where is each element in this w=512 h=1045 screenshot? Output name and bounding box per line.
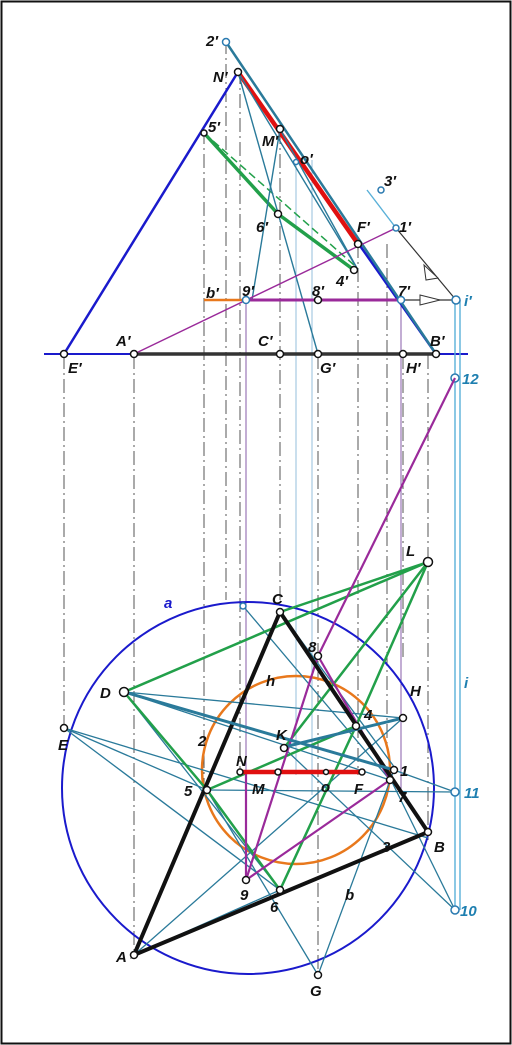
label-H: H — [410, 683, 422, 700]
label-8: 8 — [308, 639, 317, 656]
green-dashed-front — [203, 132, 355, 266]
label-axis-i: i — [464, 675, 469, 692]
label-b-prime: b′ — [206, 285, 220, 302]
label-K: K — [276, 727, 288, 744]
label-n-prime: N′ — [213, 69, 229, 86]
line-3-1 — [366, 189, 397, 229]
label-N: N — [236, 753, 248, 770]
label-7: 7 — [398, 789, 407, 806]
label-h: h — [266, 673, 275, 690]
label-i-prime: i′ — [464, 293, 473, 310]
axis-points — [239, 602, 460, 915]
red-segment-front — [236, 70, 360, 246]
label-8-prime: 8′ — [312, 283, 325, 300]
front-edge-2-b — [224, 41, 438, 355]
label-D: D — [100, 685, 111, 702]
label-3: 3 — [382, 839, 391, 856]
plan-points — [59, 556, 434, 980]
label-6-prime: 6′ — [256, 219, 269, 236]
label-4-prime: 4′ — [335, 273, 349, 290]
label-10: 10 — [460, 903, 477, 920]
label-g-prime: G′ — [320, 360, 337, 377]
teal-heavy-plan — [123, 690, 404, 772]
label-3-prime: 3′ — [384, 173, 397, 190]
label-b-prime-cap: B′ — [430, 333, 446, 350]
label-C: C — [272, 591, 284, 608]
label-7-prime: 7′ — [398, 283, 411, 300]
front-points-blue — [221, 37, 461, 383]
front-points — [59, 67, 441, 359]
label-11: 11 — [464, 785, 480, 802]
lightblue-link-lines — [295, 160, 313, 795]
label-9: 9 — [240, 887, 249, 904]
label-c-prime: C′ — [258, 333, 274, 350]
labels: 2′ N′ M′ 5′ o′ 6′ F′ 3′ 1′ 4′ b′ 9′ 8′ 7… — [58, 33, 480, 1000]
circle-a — [61, 601, 435, 975]
label-F: F — [354, 781, 364, 798]
label-4: 4 — [363, 707, 373, 724]
label-5: 5 — [184, 783, 193, 800]
label-M: M — [252, 781, 265, 798]
label-a-circle: a — [164, 595, 172, 612]
green-lines-plan — [123, 560, 430, 891]
purple-line-a-1 — [133, 227, 397, 355]
label-1: 1 — [400, 763, 408, 780]
label-9-prime: 9′ — [242, 283, 255, 300]
label-o: o — [321, 779, 330, 796]
label-B: B — [434, 839, 445, 856]
label-f-prime: F′ — [357, 219, 371, 236]
axis-i-lines — [454, 300, 461, 910]
label-2: 2 — [197, 733, 207, 750]
label-12: 12 — [462, 371, 479, 388]
label-e-prime: E′ — [68, 360, 83, 377]
label-a-prime: A′ — [115, 333, 132, 350]
arrow-head-1 — [419, 294, 441, 306]
label-o-prime: o′ — [300, 151, 314, 168]
teal-lines-front — [237, 71, 359, 355]
label-1-prime: 1′ — [399, 219, 412, 236]
label-G: G — [310, 983, 322, 1000]
label-2-prime: 2′ — [205, 33, 219, 50]
label-5-prime: 5′ — [208, 119, 221, 136]
purple-lines-plan — [244, 377, 456, 881]
label-6: 6 — [270, 899, 279, 916]
label-m-prime: M′ — [262, 133, 279, 150]
line-1-to-i — [395, 227, 457, 301]
label-h-prime: H′ — [406, 360, 422, 377]
arrow-head-2 — [423, 263, 440, 281]
label-b: b — [345, 887, 354, 904]
label-E: E — [58, 737, 69, 754]
label-L: L — [406, 543, 415, 560]
label-A: A — [115, 949, 127, 966]
